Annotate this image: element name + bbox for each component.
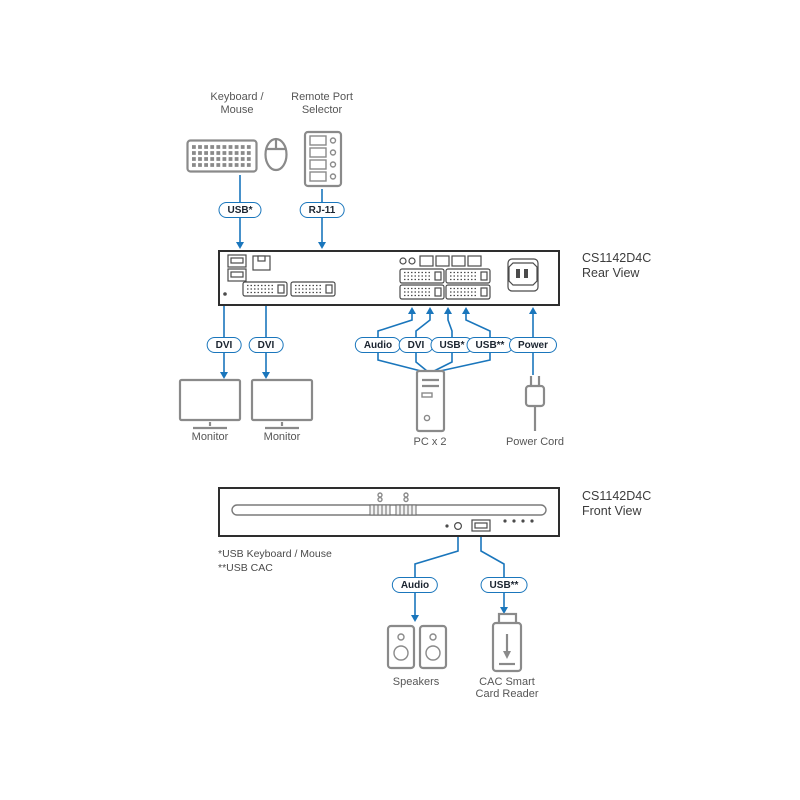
keyboard-mouse-label: Keyboard / Mouse [210,91,263,117]
pill-usb-cac-rear: USB** [466,337,514,353]
card-reader-label: CAC Smart Card Reader [476,676,539,700]
pill-dvi-monitor1: DVI [206,337,242,353]
front-panel-box [218,487,560,537]
power-cord-icon [524,376,546,431]
rear-panel-ports [223,254,539,300]
speakers-icon [386,624,448,670]
pill-power: Power [508,337,558,353]
keyboard-mouse-label-line2: Mouse [220,104,254,116]
keyboard-mouse-label-line1: Keyboard / [210,91,264,103]
pc-tower-icon [415,369,446,433]
front-panel-ports [231,492,547,532]
pill-dvi-rear: DVI [398,337,434,353]
rear-view-title: CS1142D4C Rear View [582,251,651,281]
pill-rj11: RJ-11 [299,202,345,218]
rear-view-model: CS1142D4C [582,251,652,265]
pill-usb-rear: USB* [430,337,474,353]
footnote-usb-keyboard: *USB Keyboard / Mouse [218,548,332,560]
front-view-label: Front View [582,504,642,518]
card-reader-label-line2: Card Reader [475,688,539,700]
mouse-icon [264,137,288,172]
remote-port-selector-label: Remote Port Selector [291,91,353,117]
pill-audio-front: Audio [391,577,439,593]
monitor-icon [178,378,242,430]
rear-view-label: Rear View [582,266,640,280]
cac-card-reader-icon [491,612,523,673]
pill-audio-rear: Audio [354,337,402,353]
monitor-icon [250,378,314,430]
pill-dvi-monitor2: DVI [248,337,284,353]
rear-panel-box [218,250,560,306]
footnotes: *USB Keyboard / Mouse **USB CAC [218,547,332,575]
footnote-usb-cac: **USB CAC [218,562,273,574]
monitor-label: Monitor [191,431,229,443]
card-reader-label-line1: CAC Smart [479,676,535,688]
pc-label: PC x 2 [413,436,447,448]
pill-usb-cac-front: USB** [480,577,528,593]
monitor-label: Monitor [263,431,301,443]
front-view-title: CS1142D4C Front View [582,489,651,519]
pill-usb-keyboard: USB* [218,202,262,218]
remote-selector-label-line2: Selector [301,104,343,116]
keyboard-icon [186,139,258,173]
remote-port-selector-icon [303,130,343,188]
remote-selector-label-line1: Remote Port [291,91,353,103]
front-view-model: CS1142D4C [582,489,652,503]
power-cord-label: Power Cord [505,436,565,448]
speakers-label: Speakers [392,676,440,688]
